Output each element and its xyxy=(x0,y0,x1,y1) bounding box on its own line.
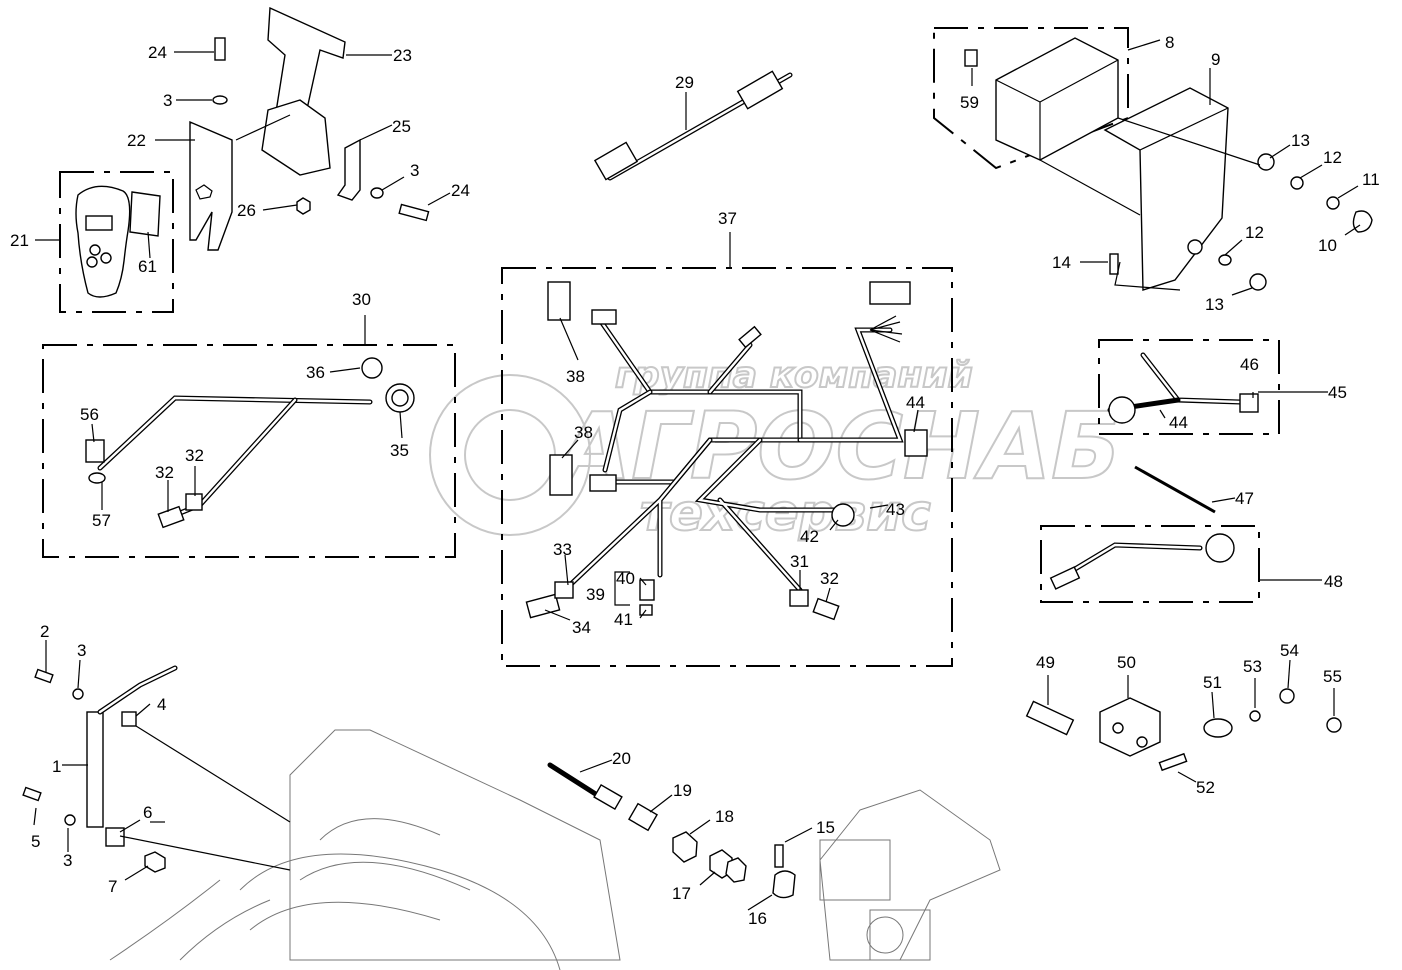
callout-label: 48 xyxy=(1324,572,1343,591)
parts-1-7 xyxy=(22,665,178,873)
callout-label: 21 xyxy=(10,231,29,250)
bracket-assembly xyxy=(189,6,430,251)
machine-drawing xyxy=(109,729,1001,970)
fittings-15-20 xyxy=(547,762,796,899)
cable-29 xyxy=(593,70,793,181)
callout-label: 38 xyxy=(566,367,585,386)
callout-label: 32 xyxy=(820,569,839,588)
callout-label: 44 xyxy=(906,393,925,412)
callout-label: 39 xyxy=(586,585,605,604)
group-box-21-61 xyxy=(59,171,174,313)
callout-label: 36 xyxy=(306,363,325,382)
callout-label: 35 xyxy=(390,441,409,460)
callout-label: 41 xyxy=(614,610,633,629)
callout-label: 40 xyxy=(616,569,635,588)
callout-label: 51 xyxy=(1203,673,1222,692)
callout-label: 44 xyxy=(1169,413,1188,432)
group-box-48 xyxy=(1040,525,1260,603)
callout-label: 38 xyxy=(574,423,593,442)
harness-45-47-48 xyxy=(1049,352,1259,590)
callout-label: 23 xyxy=(393,46,412,65)
callout-label: 56 xyxy=(80,405,99,424)
watermark-line3: техсервис xyxy=(640,484,931,542)
callout-label: 14 xyxy=(1052,253,1071,272)
callout-labels: 1 2 3 3 3 3 4 5 6 7 8 9 10 11 12 12 13 1… xyxy=(10,33,1380,928)
group-box-37 xyxy=(501,267,953,667)
watermark: группа компаний АГРОСНАБ техсервис xyxy=(429,354,1122,543)
callout-label: 5 xyxy=(31,832,40,851)
callout-label: 24 xyxy=(148,43,167,62)
callout-label: 30 xyxy=(352,290,371,309)
remote-control xyxy=(75,185,161,298)
callout-label: 43 xyxy=(886,500,905,519)
callout-label: 15 xyxy=(816,818,835,837)
callout-label: 61 xyxy=(138,257,157,276)
callout-label: 3 xyxy=(63,851,72,870)
callout-label: 19 xyxy=(673,781,692,800)
fittings-49-55 xyxy=(1025,688,1342,772)
callout-label: 47 xyxy=(1235,489,1254,508)
callout-label: 57 xyxy=(92,511,111,530)
callout-label: 4 xyxy=(157,695,166,714)
callout-label: 18 xyxy=(715,807,734,826)
harness-37 xyxy=(525,281,928,621)
watermark-emblem-inner xyxy=(464,409,556,501)
callout-label: 8 xyxy=(1165,33,1174,52)
group-box-45 xyxy=(1098,339,1280,435)
callout-label: 12 xyxy=(1323,148,1342,167)
callout-label: 17 xyxy=(672,884,691,903)
callout-label: 1 xyxy=(52,757,61,776)
control-box xyxy=(964,37,1373,291)
callout-label: 3 xyxy=(77,641,86,660)
callout-label: 52 xyxy=(1196,778,1215,797)
callout-label: 45 xyxy=(1328,383,1347,402)
callout-label: 7 xyxy=(108,877,117,896)
callout-label: 34 xyxy=(572,618,591,637)
callout-label: 22 xyxy=(127,131,146,150)
callout-label: 6 xyxy=(143,803,152,822)
callout-label: 46 xyxy=(1240,355,1259,374)
callout-label: 2 xyxy=(40,622,49,641)
callout-label: 10 xyxy=(1318,236,1337,255)
callout-label: 13 xyxy=(1205,295,1224,314)
callout-label: 20 xyxy=(612,749,631,768)
callout-label: 42 xyxy=(800,527,819,546)
callout-label: 50 xyxy=(1117,653,1136,672)
callout-label: 24 xyxy=(451,181,470,200)
callout-label: 32 xyxy=(185,446,204,465)
harness-30 xyxy=(85,357,415,529)
callout-label: 26 xyxy=(237,201,256,220)
callout-label: 29 xyxy=(675,73,694,92)
callout-label: 33 xyxy=(553,540,572,559)
group-box-30 xyxy=(42,344,456,558)
callout-label: 32 xyxy=(155,463,174,482)
callout-label: 31 xyxy=(790,552,809,571)
leader-lines xyxy=(33,39,1361,911)
callout-label: 53 xyxy=(1243,657,1262,676)
callout-label: 3 xyxy=(163,91,172,110)
callout-label: 49 xyxy=(1036,653,1055,672)
callout-label: 3 xyxy=(410,161,419,180)
callout-label: 55 xyxy=(1323,667,1342,686)
callout-label: 12 xyxy=(1245,223,1264,242)
callout-label: 13 xyxy=(1291,131,1310,150)
callout-label: 11 xyxy=(1362,170,1380,189)
watermark-emblem xyxy=(429,374,591,536)
callout-label: 16 xyxy=(748,909,767,928)
callout-label: 59 xyxy=(960,93,979,112)
callout-label: 25 xyxy=(392,117,411,136)
callout-label: 37 xyxy=(718,209,737,228)
callout-label: 9 xyxy=(1211,50,1220,69)
callout-label: 54 xyxy=(1280,641,1299,660)
